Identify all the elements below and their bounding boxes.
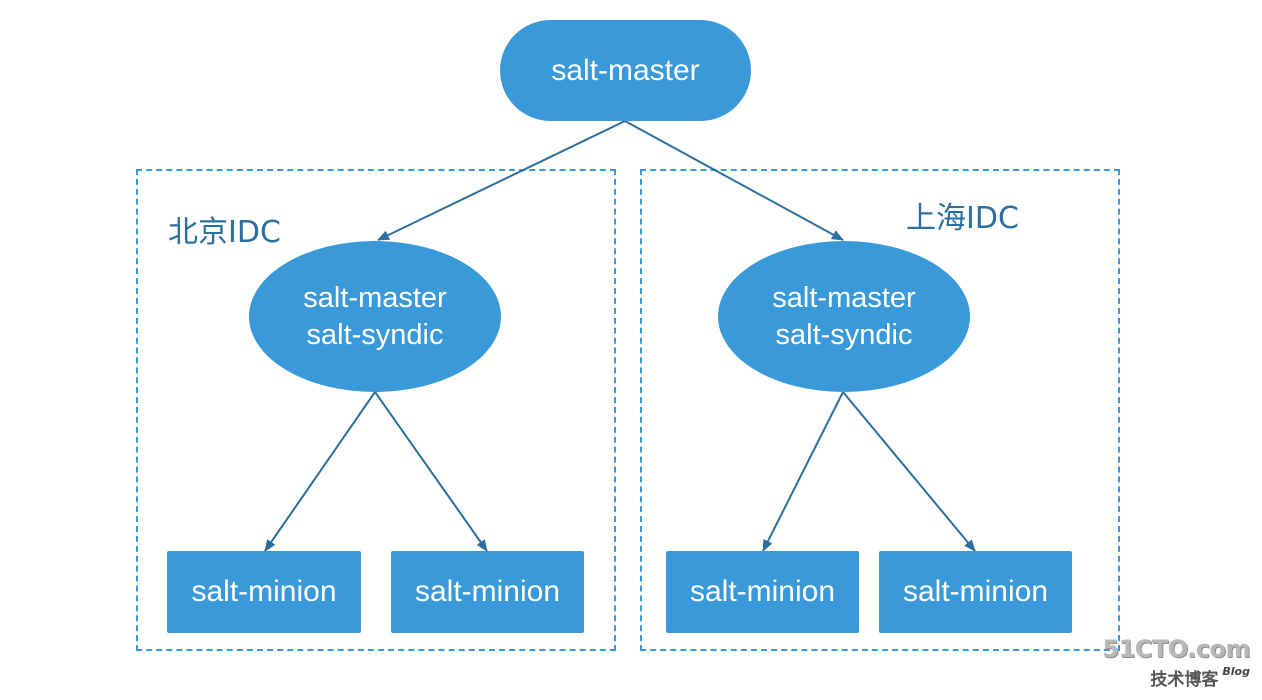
shanghai-minion-label-1: salt-minion bbox=[689, 575, 836, 608]
watermark-subtitle: 技术博客 bbox=[1150, 670, 1219, 690]
edge-shanghai-syndic-to-minion-1 bbox=[762, 391, 844, 552]
beijing-syndic-line2: salt-syndic bbox=[306, 318, 444, 351]
beijing-minion-node-1: salt-minion bbox=[167, 551, 361, 633]
beijing-minion-node-2: salt-minion bbox=[391, 551, 584, 633]
beijing-syndic-node: salt-master salt-syndic bbox=[249, 241, 501, 392]
top-salt-master-node: salt-master bbox=[500, 20, 751, 121]
shanghai-syndic-node: salt-master salt-syndic bbox=[718, 241, 970, 392]
shanghai-minion-node-1: salt-minion bbox=[666, 551, 859, 633]
region-shanghai-label: 上海IDC bbox=[906, 201, 1019, 236]
shanghai-syndic-line1: salt-master bbox=[772, 281, 916, 314]
region-shanghai-boundary bbox=[640, 169, 1120, 651]
beijing-minion-label-2: salt-minion bbox=[414, 575, 561, 608]
shanghai-minion-label-2: salt-minion bbox=[902, 575, 1049, 608]
edge-shanghai-syndic-to-minion-2 bbox=[842, 391, 976, 552]
beijing-minion-label-1: salt-minion bbox=[191, 575, 337, 608]
edge-beijing-syndic-to-minion-2 bbox=[374, 391, 488, 552]
edge-beijing-syndic-to-minion-1 bbox=[264, 391, 376, 552]
watermark-tag: Blog bbox=[1222, 665, 1250, 678]
region-beijing-boundary bbox=[136, 169, 616, 651]
region-beijing-label: 北京IDC bbox=[168, 215, 281, 250]
shanghai-syndic-line2: salt-syndic bbox=[775, 318, 913, 351]
beijing-syndic-line1: salt-master bbox=[303, 281, 447, 314]
top-salt-master-label: salt-master bbox=[551, 53, 700, 87]
edge-master-to-shanghai-syndic bbox=[624, 120, 844, 241]
shanghai-minion-node-2: salt-minion bbox=[879, 551, 1072, 633]
watermark-site: 51CTO.com bbox=[1102, 635, 1250, 663]
edge-master-to-beijing-syndic bbox=[377, 120, 626, 241]
